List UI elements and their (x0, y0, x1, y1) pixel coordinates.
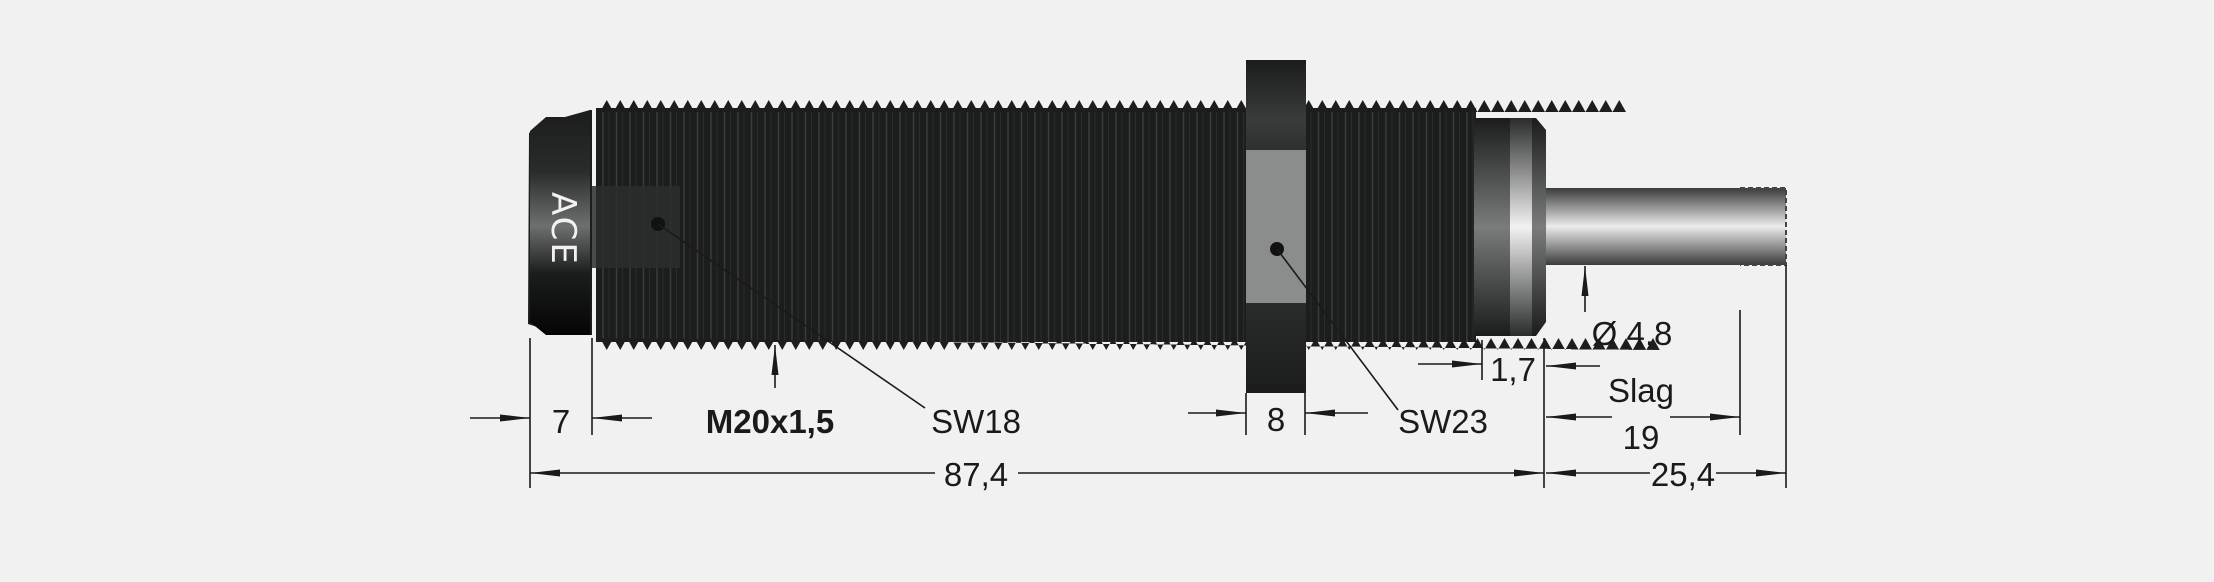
dim-rod-diameter: Ø 4,8 (1592, 315, 1673, 352)
dim-stroke-label: Slag (1608, 372, 1674, 409)
dim-nut-wrench: SW23 (1398, 403, 1488, 440)
dim-thread: M20x1,5 (706, 403, 834, 440)
dim-collar-length: 1,7 (1490, 351, 1536, 388)
dim-head-length: 7 (552, 403, 570, 440)
sw18-flat (592, 186, 680, 268)
thread-teeth-bottom (600, 338, 1660, 350)
dim-overall-length: 87,4 (944, 456, 1008, 493)
dim-nut-thickness: 8 (1267, 401, 1285, 438)
threaded-body (592, 100, 1660, 350)
dim-stroke-value: 19 (1623, 419, 1660, 456)
end-cap: ACE (528, 110, 592, 335)
lock-nut (1246, 60, 1306, 393)
dimension-lines (470, 223, 1787, 488)
front-collar (1474, 118, 1546, 336)
thread-teeth-top (600, 100, 1626, 112)
dimension-labels: 7 M20x1,5 SW18 8 SW23 1,7 Ø 4,8 Slag 19 … (552, 315, 1715, 493)
dim-rod-extension: 25,4 (1651, 456, 1715, 493)
piston-rod (1546, 187, 1787, 266)
brand-label: ACE (543, 192, 583, 266)
dim-body-wrench: SW18 (931, 403, 1021, 440)
